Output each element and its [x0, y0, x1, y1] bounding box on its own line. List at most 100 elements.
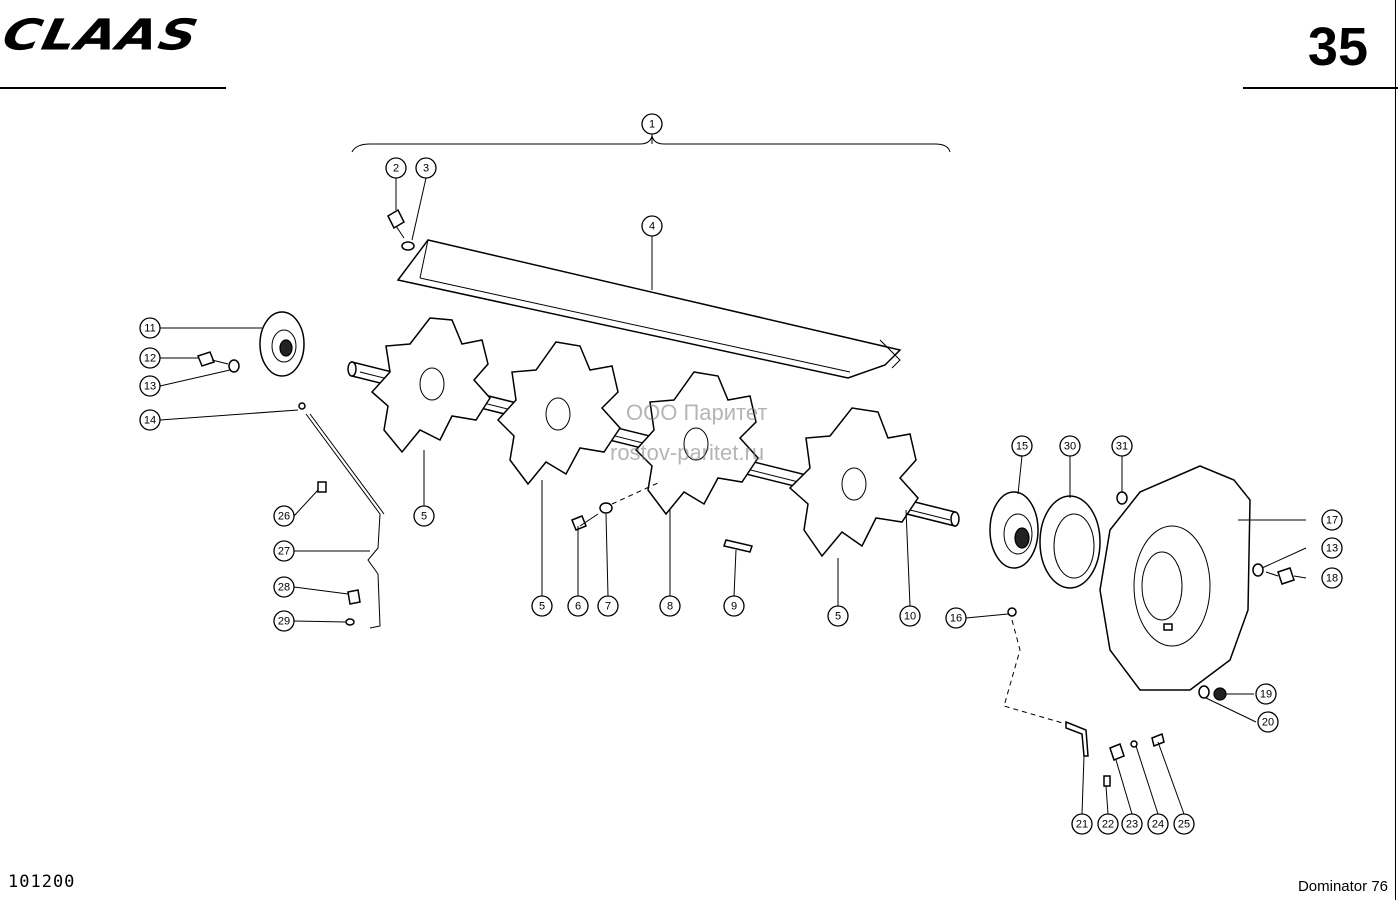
- callout-5: 5: [531, 595, 553, 617]
- callout-17: 17: [1321, 509, 1343, 531]
- callout-20: 20: [1257, 711, 1279, 733]
- callout-label: 28: [278, 582, 290, 594]
- header-rule-right: [1243, 87, 1398, 89]
- washer-13-part: [228, 359, 240, 373]
- model-name: Dominator 76: [1297, 878, 1388, 895]
- callout-label: 17: [1326, 515, 1338, 527]
- page-number: 35: [1307, 17, 1368, 77]
- connector-23-part: [1109, 743, 1125, 761]
- callout-label: 5: [539, 601, 545, 613]
- callout-16: 16: [945, 607, 967, 629]
- callout-label: 22: [1102, 819, 1114, 831]
- bolt-18-part: [1277, 567, 1295, 585]
- callout-14: 14: [139, 409, 161, 431]
- callout-12: 12: [139, 347, 161, 369]
- callout-21: 21: [1071, 813, 1093, 835]
- watermark-line-2: rostov-paritet.ru: [610, 440, 765, 465]
- callout-27: 27: [273, 540, 295, 562]
- callout-label: 10: [904, 611, 916, 623]
- clip-28-part: [347, 589, 361, 605]
- bolt-part: [387, 208, 405, 239]
- callout-label: 30: [1064, 441, 1076, 453]
- nut-31-part: [1116, 491, 1128, 505]
- callout-label: 1: [649, 119, 655, 131]
- nipple-16-part: [1007, 607, 1017, 617]
- callout-31: 31: [1111, 435, 1133, 457]
- bolt-6-part: [571, 515, 587, 531]
- gasket-30-part: [1039, 495, 1101, 589]
- callout-23: 23: [1121, 813, 1143, 835]
- callout-5: 5: [413, 505, 435, 527]
- star-wheel-1: [370, 317, 491, 454]
- nut-29-part: [345, 618, 355, 626]
- bolt-25-part: [1151, 732, 1165, 748]
- callout-15: 15: [1011, 435, 1033, 457]
- washer-13b-part: [1252, 563, 1264, 577]
- callout-label: 14: [144, 415, 156, 427]
- nut-19-part: [1213, 687, 1227, 701]
- callout-label: 20: [1262, 717, 1274, 729]
- callout-13: 13: [139, 375, 161, 397]
- document-code: 101200: [8, 872, 76, 892]
- callout-label: 11: [144, 323, 155, 335]
- callout-22: 22: [1097, 813, 1119, 835]
- callout-10: 10: [899, 605, 921, 627]
- grease-line-part: [305, 413, 381, 629]
- key-9-part: [723, 539, 753, 553]
- callout-label: 26: [278, 511, 290, 523]
- callout-29: 29: [273, 610, 295, 632]
- callout-26: 26: [273, 505, 295, 527]
- callout-9: 9: [723, 595, 745, 617]
- fitting-22-part: [1103, 775, 1111, 787]
- housing-cover-part: [1099, 465, 1251, 691]
- callout-label: 25: [1178, 819, 1190, 831]
- callout-6: 6: [567, 595, 589, 617]
- callout-label: 18: [1326, 573, 1338, 585]
- callout-28: 28: [273, 576, 295, 598]
- callout-label: 27: [278, 546, 290, 558]
- callout-label: 5: [421, 511, 427, 523]
- callout-4: 4: [641, 215, 663, 237]
- washer-part: [401, 241, 415, 251]
- callout-7: 7: [597, 595, 619, 617]
- callout-label: 13: [1326, 543, 1338, 555]
- callout-1: 1: [641, 113, 663, 135]
- callout-8: 8: [659, 595, 681, 617]
- callout-label: 16: [950, 613, 962, 625]
- washer-20-part: [1198, 685, 1210, 699]
- callout-label: 12: [144, 353, 156, 365]
- callout-label: 31: [1116, 441, 1128, 453]
- fitting-26-part: [317, 481, 327, 493]
- callout-18: 18: [1321, 567, 1343, 589]
- callout-11: 11: [139, 317, 161, 339]
- bolt-12-part: [197, 351, 215, 367]
- star-wheel-4: [788, 407, 919, 558]
- callout-label: 4: [649, 221, 655, 233]
- elbow-21-part: [1065, 720, 1089, 757]
- group-bracket: [351, 135, 951, 153]
- callout-label: 19: [1260, 689, 1272, 701]
- callout-5: 5: [827, 605, 849, 627]
- star-wheel-3: [634, 371, 759, 516]
- right-flange-part: [989, 491, 1039, 569]
- leader-lines: [159, 134, 1307, 815]
- washer-24-part: [1130, 740, 1138, 748]
- nut-7-part: [599, 502, 613, 514]
- callout-30: 30: [1059, 435, 1081, 457]
- callout-label: 5: [835, 611, 841, 623]
- callout-3: 3: [415, 157, 437, 179]
- left-flange-part: [259, 311, 305, 377]
- callout-label: 9: [731, 601, 737, 613]
- nipple-14-part: [298, 402, 306, 410]
- callout-label: 15: [1016, 441, 1028, 453]
- callout-13: 13: [1321, 537, 1343, 559]
- header-rule-left: [0, 87, 226, 89]
- callout-19: 19: [1255, 683, 1277, 705]
- cover-plate-part: [396, 239, 902, 379]
- callout-label: 6: [575, 601, 581, 613]
- page-border-right: [1395, 0, 1396, 900]
- callout-label: 2: [393, 163, 399, 175]
- star-wheel-2: [496, 341, 621, 486]
- callout-label: 21: [1076, 819, 1088, 831]
